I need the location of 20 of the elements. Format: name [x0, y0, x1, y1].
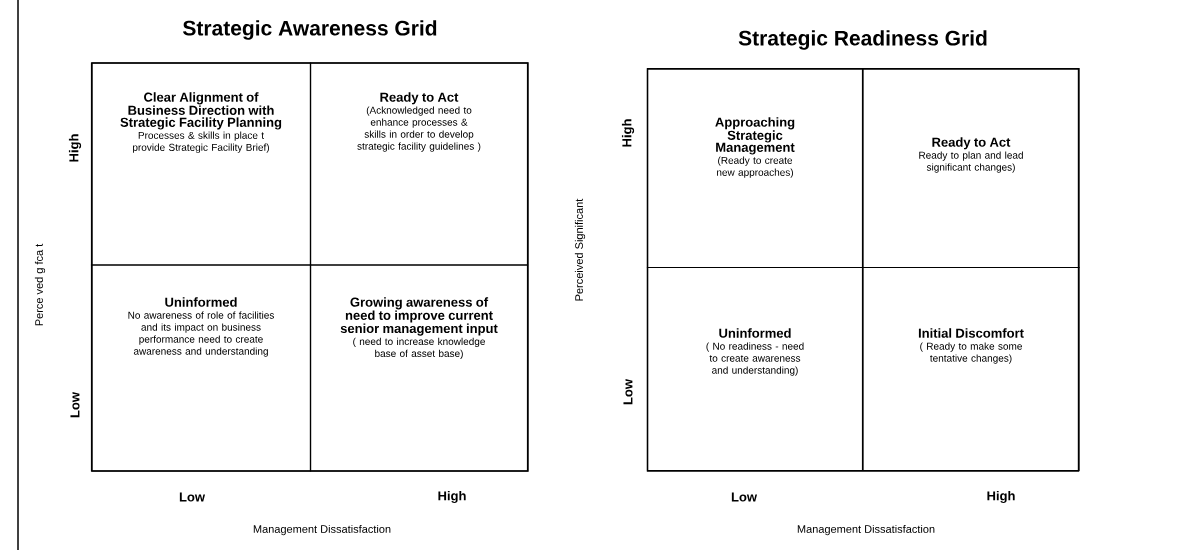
- grid-cell: Growing awareness of need to improve current senior management input ( need to increase knowledge base of asset base): [309, 264, 529, 472]
- grid-cell: Initial Discomfort ( Ready to make some tentative changes): [862, 266, 1080, 472]
- grid-cell: Approaching Strategic Management (Ready to create new approaches): [646, 67, 864, 269]
- grid-cell: Ready to Act Ready to plan and lead significant changes): [862, 67, 1080, 269]
- grid-title: Strategic Awareness Grid: [183, 20, 437, 40]
- axis-tick-label: Low: [731, 492, 758, 502]
- grid-cell: Uninformed No awareness of role of facilities and its impact on business performance need to create awareness and understanding: [90, 264, 312, 472]
- axis-tick-label: Low: [623, 379, 633, 405]
- axis-title: Management Dissatisfaction: [797, 524, 935, 536]
- grid-title: Strategic Readiness Grid: [738, 30, 987, 50]
- grid-cell: Ready to Act (Acknowledged need to enhance processes & skills in order to develop strategic facility guidelines ): [309, 62, 529, 266]
- axis-tick-label: Low: [179, 492, 206, 502]
- axis-tick-label: High: [621, 119, 635, 147]
- axis-tick-label: High: [438, 490, 466, 504]
- axis-tick-label: High: [987, 490, 1015, 504]
- axis-title: Management Dissatisfaction: [253, 524, 391, 536]
- axis-title: Perceived Significant: [574, 198, 586, 301]
- grid-cell: Clear Alignment of Business Direction with Strategic Facility Planning Processes & skills in place t provide Strategic Facility Brief): [90, 62, 312, 266]
- axis-title: Perce ved g fca t: [34, 243, 46, 326]
- grid-cell: Uninformed ( No readiness - need to create awareness and understanding): [646, 266, 864, 472]
